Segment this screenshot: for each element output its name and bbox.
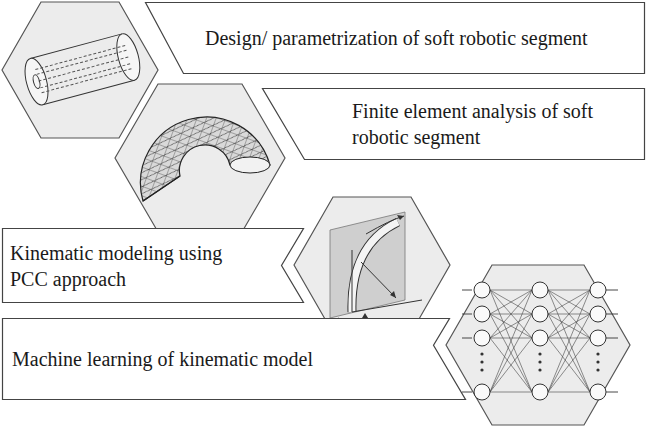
network-io <box>462 290 472 291</box>
step-box: Finite element analysis of soft robotic … <box>262 88 645 160</box>
step-label: Finite element analysis of soft robotic … <box>352 98 614 150</box>
ellipsis-dot <box>480 360 483 363</box>
network-link <box>548 290 590 291</box>
step-label: Design/ parametrization of soft robotic … <box>205 25 605 51</box>
ml-hexagon <box>446 265 630 425</box>
box-border <box>3 229 304 303</box>
network-neuron <box>532 330 548 346</box>
network-neuron <box>532 306 548 322</box>
network-io <box>462 314 472 315</box>
fea-hexagon <box>115 84 285 232</box>
step-label: Kinematic modeling using PCC approach <box>10 240 262 292</box>
ellipsis-dot <box>596 368 599 371</box>
network-neuron <box>532 282 548 298</box>
network-link <box>490 290 532 338</box>
network-io <box>606 314 618 315</box>
network-link <box>548 290 590 338</box>
network-neuron <box>590 282 606 298</box>
network-io <box>606 392 618 393</box>
network-io <box>462 392 472 393</box>
network-io <box>606 290 618 291</box>
ellipsis-dot <box>480 368 483 371</box>
network-link <box>548 338 590 392</box>
network-link <box>490 392 532 393</box>
ellipsis-dot <box>596 360 599 363</box>
design-hexagon <box>2 2 158 138</box>
pcc-hexagon <box>294 197 450 333</box>
network-link <box>490 314 532 392</box>
network-link <box>490 290 532 291</box>
box-outline <box>2 228 304 303</box>
network-link <box>548 314 590 392</box>
network-link <box>548 290 590 392</box>
ellipsis-dot <box>538 368 541 371</box>
network-link <box>548 290 590 314</box>
network-link <box>490 314 532 392</box>
network-io <box>606 338 618 339</box>
network-link <box>490 290 532 314</box>
network-link <box>490 338 532 392</box>
box-border <box>146 3 645 74</box>
network-neuron <box>590 384 606 400</box>
network-link <box>548 314 590 392</box>
network-neuron <box>532 384 548 400</box>
step-box: Kinematic modeling using PCC approach <box>2 228 304 303</box>
network-link <box>490 290 532 392</box>
ellipsis-dot <box>480 352 483 355</box>
ellipsis-dot <box>538 352 541 355</box>
network-neuron <box>590 306 606 322</box>
network-link <box>490 290 532 392</box>
step-box: Design/ parametrization of soft robotic … <box>145 2 645 74</box>
step-box: Machine learning of kinematic model <box>2 318 466 400</box>
network-link <box>548 290 590 338</box>
network-link <box>548 290 590 314</box>
network-link <box>548 392 590 393</box>
box-border <box>3 319 466 400</box>
network-link <box>490 338 532 339</box>
network-neuron <box>474 306 490 322</box>
ellipsis-dot <box>538 360 541 363</box>
network-io <box>462 338 472 339</box>
ellipsis-dot <box>596 352 599 355</box>
network-link <box>490 338 532 392</box>
network-neuron <box>590 330 606 346</box>
network-link <box>490 290 532 314</box>
network-neuron <box>474 282 490 298</box>
network-link <box>548 290 590 392</box>
box-border <box>263 89 645 160</box>
network-link <box>548 338 590 339</box>
network-link <box>548 338 590 392</box>
step-label: Machine learning of kinematic model <box>12 346 422 372</box>
network-link <box>490 290 532 338</box>
box-outline <box>262 88 645 160</box>
network-neuron <box>474 384 490 400</box>
network-neuron <box>474 330 490 346</box>
